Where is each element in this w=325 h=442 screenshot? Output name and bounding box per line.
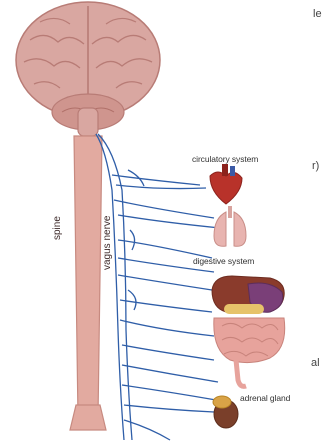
lungs <box>214 206 246 246</box>
adrenal-gland <box>213 396 238 428</box>
spine-cord <box>70 136 106 430</box>
digestive-organs <box>212 276 285 386</box>
circulatory-system-label: circulatory system <box>192 154 258 164</box>
brain <box>16 2 160 136</box>
spine-label: spine <box>52 216 63 240</box>
left-edge-fragment-3: al <box>311 357 320 369</box>
digestive-system-label: digestive system <box>193 256 254 266</box>
heart <box>210 164 242 204</box>
vagus-nerve-label: vagus nerve <box>102 216 113 270</box>
left-edge-fragment-1: le <box>313 8 322 20</box>
vagus-nerve-branches <box>96 134 220 440</box>
left-edge-fragment-2: r) <box>312 160 319 172</box>
adrenal-gland-label: adrenal gland <box>240 393 290 403</box>
